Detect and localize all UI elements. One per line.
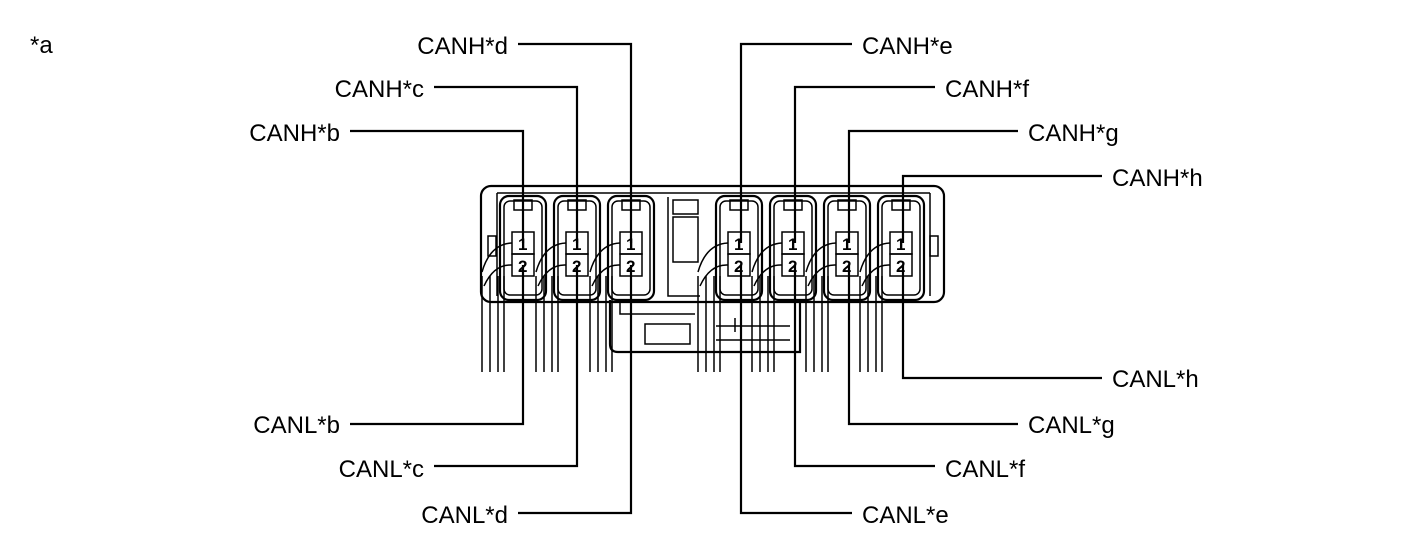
pin-1-number: 1: [842, 235, 851, 254]
wire-arc-pin-2: [699, 264, 729, 287]
cavity: 12: [876, 194, 926, 302]
label-canh-d: CANH*d: [417, 33, 508, 60]
cavity-inner: [827, 200, 867, 296]
leader-line-canl: [847, 265, 1018, 426]
label-canl-g: CANL*g: [1028, 412, 1115, 439]
leader-line-canl: [350, 265, 525, 426]
leader-line-canl: [901, 265, 1102, 380]
wire-arc-pin-1: [481, 242, 513, 273]
wire-arc-pin-1: [589, 242, 621, 273]
leader-line-canh: [847, 129, 1018, 243]
cavity-inner: [773, 200, 813, 296]
wire-arc-pin-2: [483, 264, 513, 287]
pin-2-number: 2: [788, 257, 797, 276]
wire-arc-pin-2: [591, 264, 621, 287]
wire-arc-pin-1: [697, 242, 729, 273]
wire-arc-pin-2: [753, 264, 783, 287]
leader-line-canh: [350, 129, 525, 243]
cavity-latch: [891, 199, 911, 211]
pin-1-number: 1: [572, 235, 581, 254]
pin-2-number: 2: [734, 257, 743, 276]
leader-line-canl: [793, 265, 935, 468]
label-canh-h: CANH*h: [1112, 165, 1203, 192]
wire-arc-pin-1: [535, 242, 567, 273]
wire-arc-pin-2: [807, 264, 837, 287]
label-canh-f: CANH*f: [945, 76, 1029, 103]
wire-arc-pin-1: [751, 242, 783, 273]
pin-2-number: 2: [842, 257, 851, 276]
cavity-outline: [714, 194, 764, 302]
cavity-latch: [783, 199, 803, 211]
cavity-inner: [881, 200, 921, 296]
label-canl-h: CANL*h: [1112, 366, 1199, 393]
cavity: 12: [822, 194, 872, 302]
label-canh-b: CANH*b: [249, 120, 340, 147]
label-canh-g: CANH*g: [1028, 120, 1119, 147]
cavity-latch: [729, 199, 749, 211]
pin-2-number: 2: [896, 257, 905, 276]
cavity-outline: [876, 194, 926, 302]
leader-line-canh: [434, 85, 579, 243]
cavity-outline: [822, 194, 872, 302]
label-canl-c: CANL*c: [339, 456, 424, 483]
cavity-latch: [837, 199, 857, 211]
cavity-outline: [768, 194, 818, 302]
leader-line-canl: [739, 265, 852, 515]
leader-line-canl: [434, 265, 579, 468]
label-canh-e: CANH*e: [862, 33, 953, 60]
pin-1-number: 1: [626, 235, 635, 254]
leader-line-canh: [793, 85, 935, 243]
wire-arc-pin-1: [805, 242, 837, 273]
pin-1-number: 1: [518, 235, 527, 254]
label-canl-f: CANL*f: [945, 456, 1025, 483]
leader-line-canh: [739, 42, 852, 243]
leader-line-canh: [518, 42, 633, 243]
pin-1-number: 1: [896, 235, 905, 254]
label-canl-b: CANL*b: [253, 412, 340, 439]
corner-label: *a: [30, 32, 53, 59]
label-canl-e: CANL*e: [862, 502, 949, 529]
wire-arc-pin-1: [859, 242, 891, 273]
leader-line-canh: [901, 174, 1102, 243]
leader-lines: [350, 42, 1102, 515]
harness-wires: [481, 242, 891, 372]
cavity-inner: [719, 200, 759, 296]
label-canh-c: CANH*c: [335, 76, 424, 103]
wire-arc-pin-2: [861, 264, 891, 287]
label-canl-d: CANL*d: [421, 502, 508, 529]
pin-1-number: 1: [788, 235, 797, 254]
wire-arc-pin-2: [537, 264, 567, 287]
leader-line-canl: [518, 265, 633, 515]
pin-1-number: 1: [734, 235, 743, 254]
